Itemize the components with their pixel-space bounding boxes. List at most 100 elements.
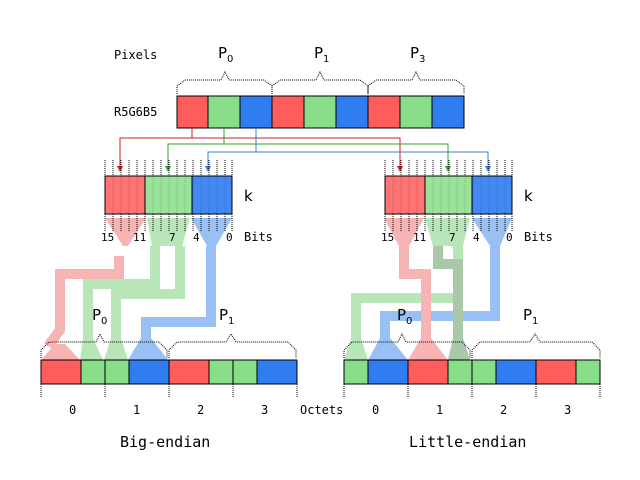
big-green-band-a [83,246,160,338]
p1-blue-cell [335,95,369,129]
register-left-tick-11: 11 [133,231,146,244]
big-octet-2: 2 [197,403,204,417]
little-octet-3: 3 [564,403,571,417]
register-left-tick-15: 15 [101,231,114,244]
register-k-left: k 15 11 7 4 0 Bits [101,160,273,244]
red-connector [119,128,401,166]
big-memory-cells [40,359,298,385]
big-octet-0: 0 [69,403,76,417]
pixel-label-2: P3 [410,44,425,65]
pixel-cells-row [176,95,465,129]
blue-arrow-left [205,166,211,172]
big-brace-p0 [40,332,168,358]
register-right-green [424,175,473,215]
big-green-band-b [111,246,185,338]
little-memory-braces [343,332,601,358]
big-cell-blue-1 [128,359,170,385]
little-blue-funnel [472,218,512,246]
p3-blue-cell [431,95,465,129]
register-right-bits-label: Bits [524,230,553,244]
big-endian-title: Big-endian [120,433,210,451]
big-cell-blue-2 [256,359,298,385]
little-blue-band [380,246,500,338]
register-left-k-label: k [244,187,253,205]
blue-arrow-right [485,166,491,172]
pixel-label-0: P0 [218,44,233,65]
little-cell-red-1 [407,359,449,385]
pixel-brace-0 [176,70,273,94]
p3-red-cell [367,95,401,129]
little-cell-blue-1 [367,359,409,385]
pixel-braces [176,70,465,94]
register-left-bits-label: Bits [244,230,273,244]
little-memory-p0-label: P0 [397,306,412,327]
big-green-fan-a [80,338,103,360]
p3-green-cell [399,95,433,129]
little-cell-blue-2 [495,359,537,385]
big-endian-memory: P0 P1 0 1 2 3 Big-endian [40,306,298,451]
little-endian-memory: P0 P1 0 1 2 3 Little-endian [343,306,601,451]
little-memory-p1-label: P1 [523,306,538,327]
little-octet-2: 2 [500,403,507,417]
big-cell-green-4 [232,359,258,385]
little-brace-p1 [471,333,601,358]
little-green-band-b [433,246,463,338]
register-right-tick-15: 15 [381,231,394,244]
big-octet-1: 1 [133,403,140,417]
register-right-tick-11: 11 [413,231,426,244]
red-arrow-right [397,166,403,172]
connector-arrowheads [117,166,491,172]
little-endian-title: Little-endian [409,433,526,451]
big-cell-green-3 [208,359,234,385]
big-cell-green-2 [104,359,130,385]
little-cell-green-3 [471,359,497,385]
register-left-tick-7: 7 [169,231,176,244]
blue-connector [207,128,489,166]
pixel-brace-2 [367,70,465,94]
pixels-label: Pixels [114,48,157,62]
little-endian-flow [344,218,512,360]
little-octet-0: 0 [372,403,379,417]
green-arrow-left [165,166,171,172]
p0-green-cell [207,95,241,129]
big-green-funnel [147,218,190,246]
red-arrow-left [117,166,123,172]
big-brace-p1 [168,333,297,358]
big-blue-band [141,246,216,338]
register-left-blue [191,175,233,215]
big-cell-red-2 [168,359,210,385]
little-octet-dividers [343,384,601,398]
big-octet-dividers [40,384,298,398]
register-k-right: k 15 11 7 4 0 Bits [381,160,553,244]
register-right-red [384,175,426,215]
register-right-blue [471,175,513,215]
register-right-tick-4: 4 [473,231,480,244]
p1-green-cell [303,95,337,129]
register-left-tick-4: 4 [193,231,200,244]
register-left-green [144,175,193,215]
little-green-fan-b [448,338,470,360]
little-brace-p0 [343,332,471,358]
little-cell-green-1 [343,359,369,385]
little-green-funnel [425,218,470,246]
little-blue-fan [368,338,408,360]
register-left-red [104,175,146,215]
p0-red-cell [176,95,209,129]
little-red-band [399,246,431,338]
pixel-group-labels: P0 P1 P3 [218,44,425,65]
connector-lines [119,128,489,166]
little-memory-cells [343,359,601,385]
little-green-fan-a [344,338,368,360]
big-red-fan [41,344,80,360]
big-octet-3: 3 [261,403,268,417]
pixel-brace-1 [271,70,369,94]
octets-label: Octets [300,403,343,417]
little-cell-green-2 [447,359,473,385]
green-connector [167,128,449,166]
little-cell-green-4 [575,359,601,385]
p1-red-cell [271,95,305,129]
big-red-band [44,256,124,349]
format-label: R5G6B5 [114,105,157,119]
green-arrow-right [445,166,451,172]
